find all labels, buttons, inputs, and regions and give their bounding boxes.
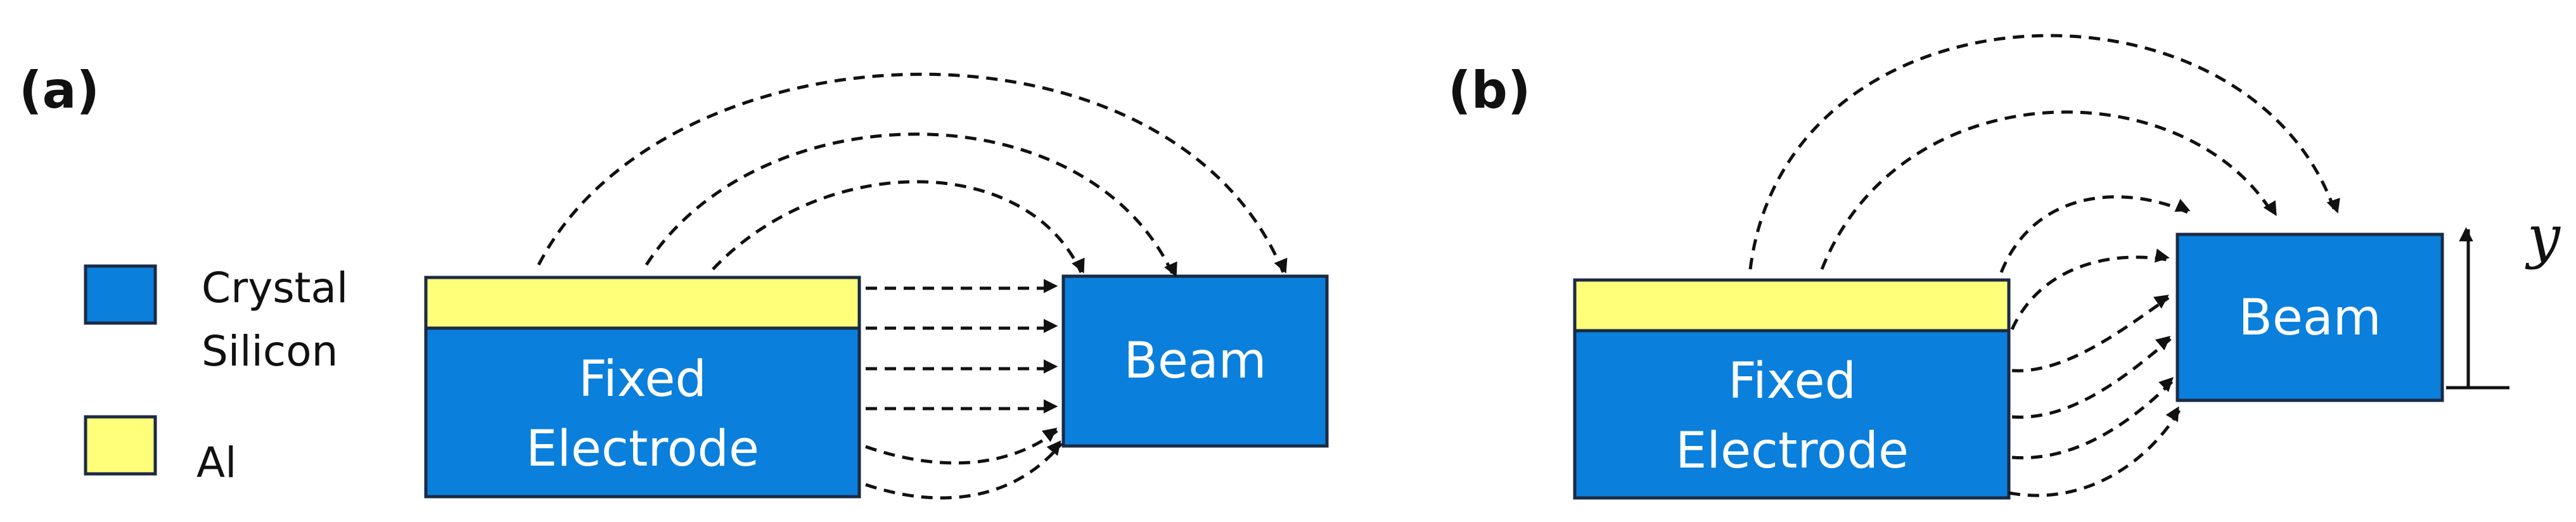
panel-b-y-axis-label: y xyxy=(2525,203,2561,271)
panel-a-fixed-label-line1: Fixed xyxy=(579,351,707,408)
panel-a-field-line-low2 xyxy=(865,440,1063,500)
panel-a-label: (a) xyxy=(19,61,99,120)
panel-b-al-layer xyxy=(1573,278,2011,333)
panel-b-field-line-side2 xyxy=(2011,295,2170,372)
panel-a-field-line-outer xyxy=(537,72,1288,274)
panel-a-al-layer xyxy=(424,276,861,330)
panel-b-field-line-side1 xyxy=(2010,248,2170,331)
legend: Crystal Silicon Al xyxy=(84,264,348,487)
panel-b-beam-label: Beam xyxy=(2238,290,2381,347)
panel-a-field-line-middle xyxy=(644,132,1177,277)
panel-a-fixed-electrode xyxy=(424,326,861,499)
panel-b-field-line-side4 xyxy=(2011,377,2175,460)
panel-b-fixed-electrode xyxy=(1573,329,2011,500)
panel-a: Fixed Electrode Beam xyxy=(424,72,1329,500)
panel-b-field-line-middle xyxy=(1820,110,2277,270)
panel-b-field-line-side3 xyxy=(2011,336,2172,419)
panel-a-beam-label: Beam xyxy=(1124,333,1266,390)
panel-a-field-line-inner xyxy=(712,180,1085,274)
panel-b-fixed-label-line1: Fixed xyxy=(1728,353,1856,410)
panel-b: Fixed Electrode Beam y xyxy=(1573,34,2561,500)
panel-b-label: (b) xyxy=(1448,61,1530,120)
legend-silicon-label-line2: Silicon xyxy=(202,327,338,376)
panel-a-beam xyxy=(1061,274,1329,448)
legend-silicon-label-line1: Crystal xyxy=(202,264,348,312)
panel-a-fixed-label-line2: Electrode xyxy=(526,421,759,478)
panel-b-field-line-outer xyxy=(1748,34,2340,270)
panel-b-field-line-side5 xyxy=(2008,406,2182,497)
legend-silicon-swatch xyxy=(84,264,157,325)
panel-b-fixed-label-line2: Electrode xyxy=(1676,423,1909,480)
legend-al-label: Al xyxy=(196,438,237,487)
panel-b-field-line-inner xyxy=(1999,195,2191,273)
panel-b-beam xyxy=(2176,232,2444,402)
legend-al-swatch xyxy=(84,415,157,476)
panel-a-field-line-low1 xyxy=(865,428,1058,465)
